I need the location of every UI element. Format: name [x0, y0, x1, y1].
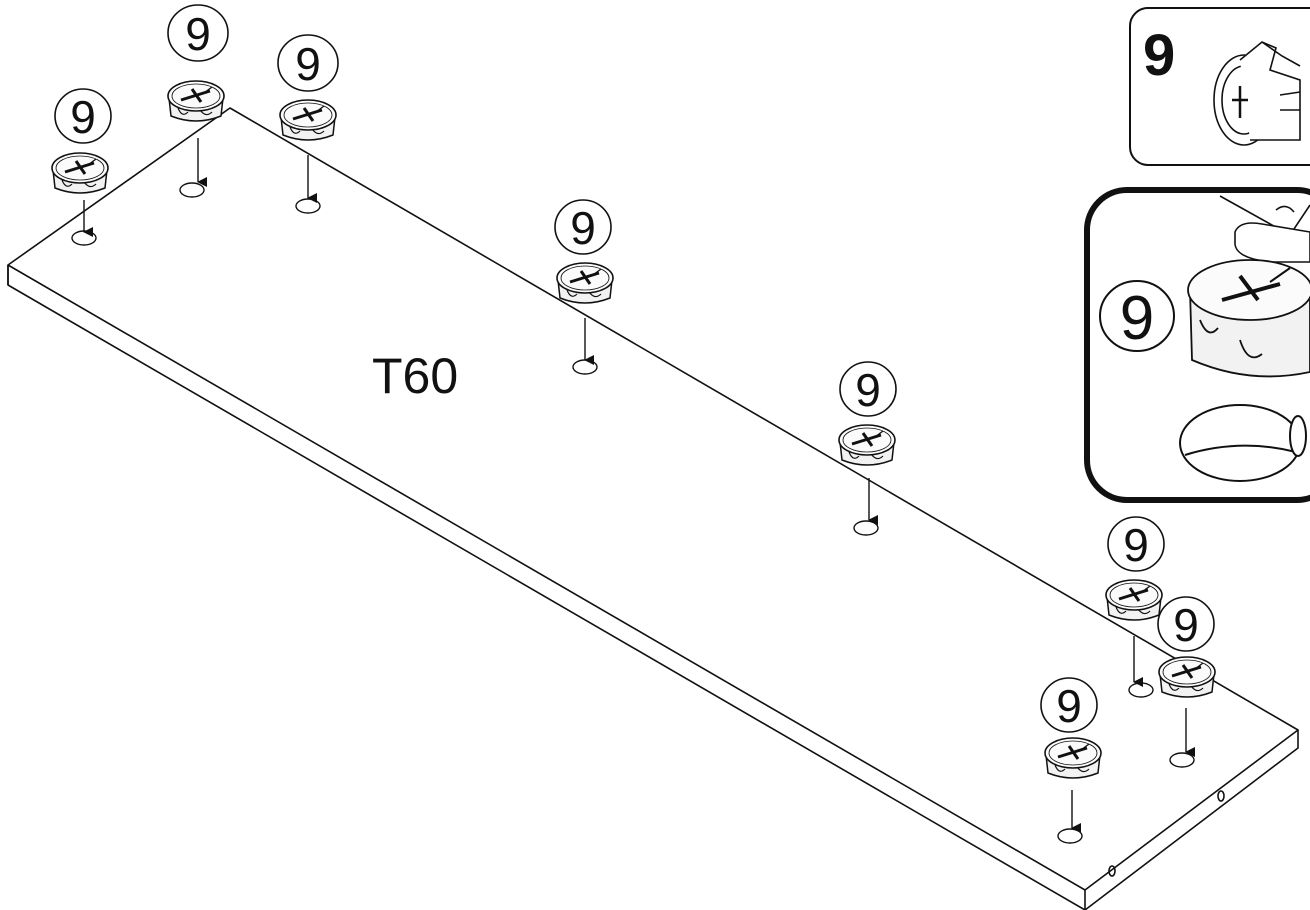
cam-lock-icon [837, 423, 897, 467]
hole [572, 359, 598, 375]
part-callout: 9 [167, 4, 229, 62]
detail-box: 9 [1084, 187, 1310, 503]
part-callout: 9 [277, 34, 339, 92]
hole [1169, 752, 1195, 768]
hole [1128, 682, 1154, 698]
panel-board [7, 107, 1299, 910]
part-legend-box: 9 [1129, 7, 1310, 166]
panel-label: T60 [372, 348, 458, 404]
cam-lock-icon [555, 261, 615, 305]
callout-label: 9 [1173, 599, 1199, 651]
finger-press-icon [1219, 195, 1310, 263]
part-callout: 9 [1107, 516, 1165, 572]
part-callout: 9 [1040, 677, 1098, 733]
cam-lock-icon [278, 98, 338, 142]
cam-lock-icon [166, 79, 226, 123]
callout-label: 9 [1123, 519, 1149, 571]
part-callout: 9 [554, 199, 612, 255]
arrow-group [83, 138, 1195, 833]
legend-part-number: 9 [1143, 23, 1175, 88]
hole [179, 182, 205, 198]
cam-lock-icon [1043, 736, 1103, 780]
hole [1057, 828, 1083, 844]
callout-label: 9 [855, 364, 881, 416]
hole [1179, 404, 1307, 482]
callout-label: 9 [295, 38, 321, 90]
callout-label: 9 [70, 91, 96, 143]
part-callout: 9 [1157, 596, 1215, 652]
hole [71, 230, 97, 246]
callout-label: 9 [185, 8, 211, 60]
callout-group: 9 9 9 9 9 9 9 9 [54, 4, 1215, 733]
hole [295, 198, 321, 214]
callout-label: 9 [570, 202, 596, 254]
hole [853, 520, 879, 536]
cam-lock-icon [1157, 655, 1217, 699]
part-callout: 9 [1099, 280, 1175, 353]
part-callout: 9 [54, 88, 112, 144]
cam-lock-icon [50, 151, 110, 195]
part-callout: 9 [839, 361, 897, 417]
cam-lock-icon [1213, 41, 1301, 146]
cam-lock-icon [1104, 578, 1164, 622]
detail-part-number: 9 [1120, 284, 1154, 353]
callout-label: 9 [1056, 680, 1082, 732]
cam-lock-icon [1187, 259, 1310, 378]
